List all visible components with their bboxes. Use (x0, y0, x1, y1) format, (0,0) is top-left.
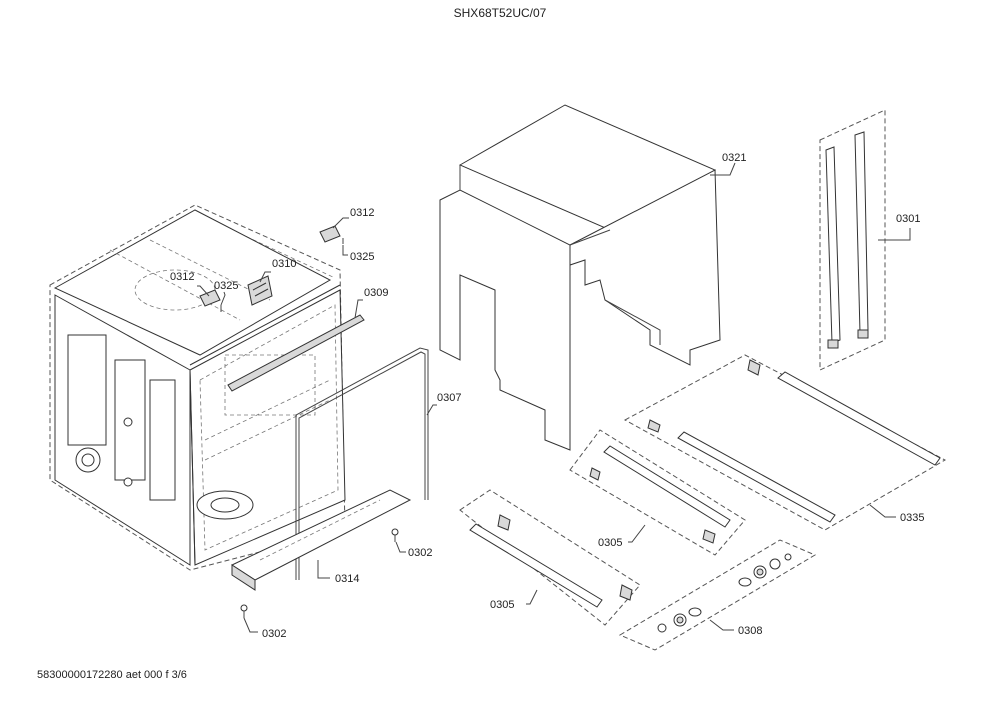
tub-assembly (49, 204, 346, 571)
callout-0301: 0301 (896, 213, 920, 225)
callout-0302-right: 0302 (408, 547, 432, 559)
rail-group-0305-lower (459, 489, 641, 626)
callout-0302-bottom: 0302 (262, 628, 286, 640)
callout-0312-top: 0312 (350, 207, 374, 219)
side-rails (819, 109, 886, 371)
callout-0307: 0307 (437, 392, 461, 404)
bottom-rail (230, 489, 412, 591)
callout-0335: 0335 (900, 512, 924, 524)
wheel-kit-0308 (618, 539, 817, 651)
callout-0321: 0321 (722, 152, 746, 164)
callout-0325-top: 0325 (350, 251, 374, 263)
door-gasket (295, 347, 429, 580)
callout-0312-left: 0312 (170, 271, 194, 283)
diagram-title: SHX68T52UC/07 (453, 6, 547, 20)
insulation-blanket (439, 104, 721, 451)
callout-0325-left: 0325 (214, 280, 238, 292)
callout-leaders (197, 162, 911, 633)
document-id: 58300000172280 aet 000 f 3/6 (37, 669, 187, 681)
callout-0314: 0314 (335, 573, 359, 585)
rail-group-0305-upper (569, 429, 746, 556)
top-seal-strip (227, 314, 365, 392)
rail-group-0335 (623, 354, 947, 531)
callout-0305-lower: 0305 (490, 599, 514, 611)
callout-0305-upper: 0305 (598, 537, 622, 549)
callout-labels: 0312 0325 0310 0312 0325 0309 0307 0302 … (170, 152, 924, 640)
callout-0309: 0309 (364, 287, 388, 299)
hinge-parts (199, 225, 399, 618)
callout-0308: 0308 (738, 625, 762, 637)
callout-0310: 0310 (272, 258, 296, 270)
